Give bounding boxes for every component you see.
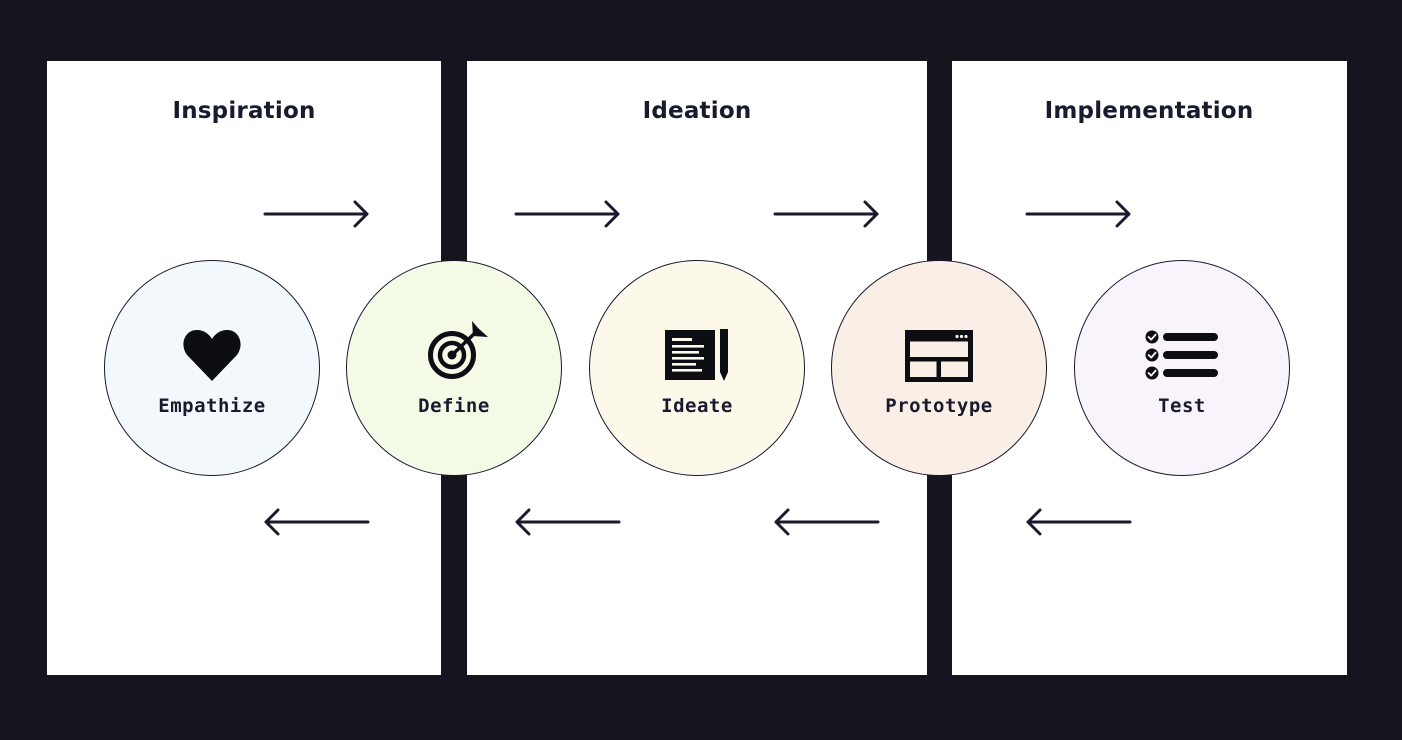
stage-label-define: Define bbox=[418, 395, 490, 417]
stage-label-ideate: Ideate bbox=[661, 395, 733, 417]
phase-title-ideation: Ideation bbox=[642, 98, 752, 124]
backward-arrow-icon bbox=[515, 508, 621, 536]
stage-circle-empathize: Empathize bbox=[104, 260, 320, 476]
forward-arrow-icon bbox=[773, 200, 879, 228]
forward-arrow-icon bbox=[514, 200, 620, 228]
stage-label-empathize: Empathize bbox=[158, 395, 266, 417]
forward-arrow-icon bbox=[1025, 200, 1131, 228]
phase-title-inspiration: Inspiration bbox=[172, 98, 316, 124]
stage-circle-prototype: Prototype bbox=[831, 260, 1047, 476]
browser-window-icon bbox=[905, 330, 973, 382]
target-icon bbox=[428, 321, 488, 379]
backward-arrow-icon bbox=[774, 508, 880, 536]
backward-arrow-icon bbox=[1026, 508, 1132, 536]
stage-label-test: Test bbox=[1158, 395, 1206, 417]
heart-icon bbox=[183, 330, 241, 381]
stage-circle-define: Define bbox=[346, 260, 562, 476]
backward-arrow-icon bbox=[264, 508, 370, 536]
stage-circle-test: Test bbox=[1074, 260, 1290, 476]
forward-arrow-icon bbox=[263, 200, 369, 228]
document-pen-icon bbox=[665, 329, 728, 381]
stage-circle-ideate: Ideate bbox=[589, 260, 805, 476]
stage-label-prototype: Prototype bbox=[885, 395, 993, 417]
checklist-icon bbox=[1145, 330, 1218, 380]
phase-title-implementation: Implementation bbox=[1044, 98, 1254, 124]
